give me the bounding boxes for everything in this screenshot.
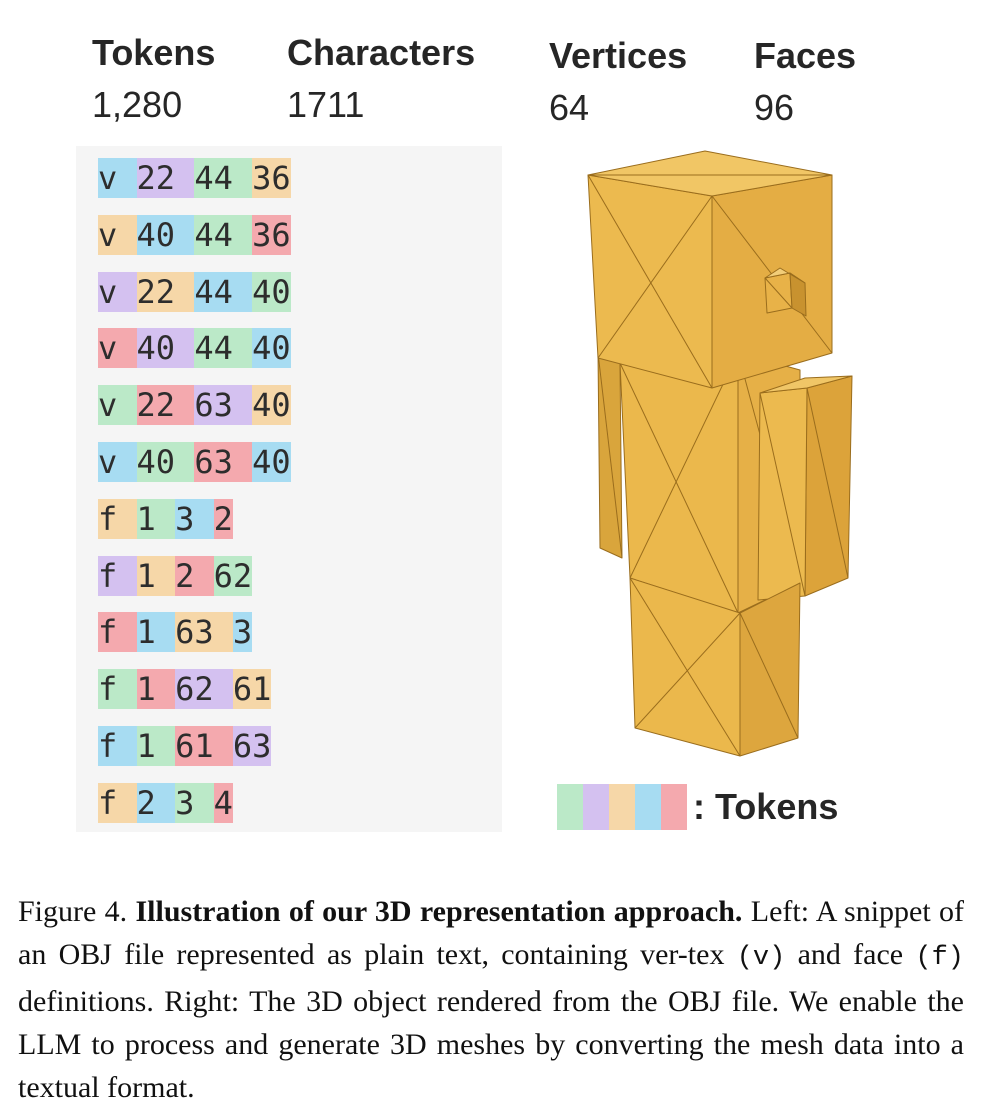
code-line: v 40 44 40 xyxy=(98,328,291,369)
code-token: 63 xyxy=(175,612,233,653)
faces-value: 96 xyxy=(754,87,795,128)
code-token: 1 xyxy=(136,612,176,653)
code-token: 63 xyxy=(194,442,253,482)
code-token: v xyxy=(98,385,137,426)
legend-swatches xyxy=(557,784,687,830)
code-token: 3 xyxy=(232,612,253,653)
code-token: 40 xyxy=(136,328,195,369)
legend-swatch xyxy=(635,784,661,830)
faces-stat: Faces 96 xyxy=(754,36,856,128)
code-line: f 1 63 3 xyxy=(98,612,253,653)
code-token: 3 xyxy=(175,498,214,539)
caption-part3: definitions. Right: The 3D object render… xyxy=(18,985,964,1104)
legend-label: : Tokens xyxy=(693,786,839,827)
code-line: f 1 2 62 xyxy=(98,555,253,596)
code-token: f xyxy=(98,498,137,539)
code-token: 40 xyxy=(252,442,291,482)
front-leg-side xyxy=(739,582,801,757)
code-token: 1 xyxy=(136,726,176,766)
tokens-stat: Tokens 1,280 xyxy=(92,33,215,125)
code-token: 44 xyxy=(194,328,253,369)
caption-v-code: (v) xyxy=(736,943,786,973)
characters-stat: Characters 1711 xyxy=(287,33,475,125)
code-token: 40 xyxy=(252,328,291,369)
code-token: 44 xyxy=(194,214,253,255)
code-token: 40 xyxy=(252,271,291,312)
code-line: v 22 44 36 xyxy=(98,158,291,198)
code-token: v xyxy=(98,442,137,482)
caption-f-code: (f) xyxy=(915,943,964,973)
code-token: v xyxy=(98,158,137,198)
code-token: 40 xyxy=(136,442,195,482)
faces-label: Faces xyxy=(754,35,857,76)
characters-value: 1711 xyxy=(287,84,365,125)
code-token: f xyxy=(98,555,137,596)
caption-figure-label: Figure 4. xyxy=(18,895,128,928)
caption-title: Illustration of our 3D representation ap… xyxy=(135,895,743,928)
code-token: 1 xyxy=(136,555,176,596)
right-arm-top xyxy=(759,375,853,394)
code-line: f 1 3 2 xyxy=(98,498,233,539)
legend-swatch xyxy=(557,784,583,830)
code-line: f 1 62 61 xyxy=(98,669,272,710)
body-front-face xyxy=(619,352,739,614)
code-token: 36 xyxy=(252,214,291,255)
tokens-label: Tokens xyxy=(92,32,216,73)
tokens-value: 1,280 xyxy=(92,84,183,125)
caption-part2: and face xyxy=(785,938,916,971)
characters-label: Characters xyxy=(287,32,476,73)
code-token: 44 xyxy=(194,271,253,312)
code-token: v xyxy=(98,214,137,255)
code-line: f 1 61 63 xyxy=(98,726,272,766)
code-token: 2 xyxy=(136,782,176,823)
cube-nose-top xyxy=(764,267,806,284)
code-token: 63 xyxy=(232,726,272,766)
code-line: v 40 63 40 xyxy=(98,442,291,482)
code-token: f xyxy=(98,612,137,653)
legend-swatch xyxy=(583,784,609,830)
legend-swatch xyxy=(661,784,687,830)
code-token: 4 xyxy=(213,782,233,823)
code-token: 61 xyxy=(175,726,233,766)
code-token: 36 xyxy=(252,158,291,198)
code-token: v xyxy=(98,271,137,312)
code-token: 40 xyxy=(136,214,195,255)
figure-caption: Figure 4. Illustration of our 3D represe… xyxy=(18,890,964,1109)
code-token: 2 xyxy=(175,555,214,596)
mesh-render-figure xyxy=(587,150,853,757)
vertices-value: 64 xyxy=(549,87,590,128)
code-token: 2 xyxy=(213,498,233,539)
code-token: 63 xyxy=(194,385,253,426)
vertices-stat: Vertices 64 xyxy=(549,36,687,128)
code-token: f xyxy=(98,669,137,710)
caption-part1: Left: A snippet of an OBJ file represent… xyxy=(18,895,965,971)
code-token: 3 xyxy=(175,782,214,823)
code-token: 1 xyxy=(136,498,176,539)
token-legend: : Tokens xyxy=(557,784,838,830)
legend-swatch xyxy=(609,784,635,830)
vertices-label: Vertices xyxy=(549,35,688,76)
code-line: v 22 44 40 xyxy=(98,271,291,312)
code-token: 22 xyxy=(136,271,195,312)
code-line: v 40 44 36 xyxy=(98,214,291,255)
code-token: 40 xyxy=(252,385,291,426)
code-token: 1 xyxy=(136,669,176,710)
code-token: f xyxy=(98,782,137,823)
code-token: f xyxy=(98,726,137,766)
code-token: v xyxy=(98,328,137,369)
code-token: 62 xyxy=(213,555,253,596)
code-line: f 2 3 4 xyxy=(98,782,233,823)
code-token: 22 xyxy=(136,158,195,198)
code-token: 61 xyxy=(232,669,272,710)
code-token: 62 xyxy=(175,669,233,710)
code-line: v 22 63 40 xyxy=(98,385,291,426)
code-token: 22 xyxy=(136,385,195,426)
code-token: 44 xyxy=(194,158,253,198)
